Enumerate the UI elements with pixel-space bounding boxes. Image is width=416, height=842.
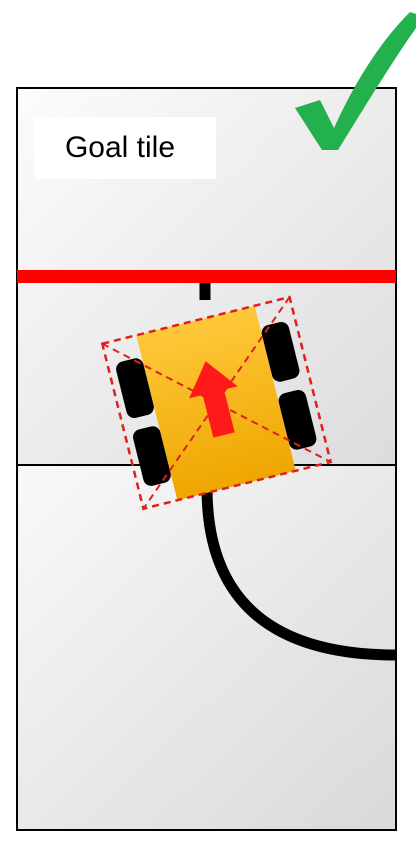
goal-tile-label: Goal tile <box>34 117 216 179</box>
goal-line <box>17 270 396 283</box>
goal-tile-label-text: Goal tile <box>65 131 175 165</box>
